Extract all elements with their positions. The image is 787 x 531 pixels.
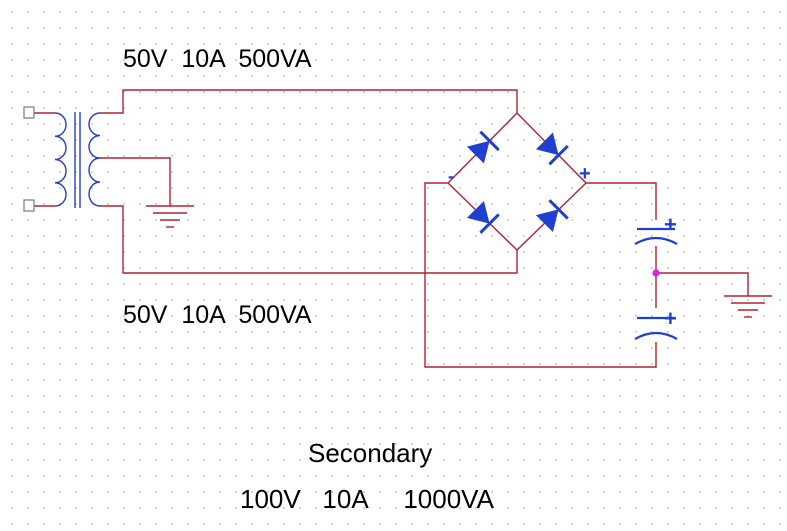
secondary-winding-lower bbox=[88, 157, 101, 207]
capacitor-lower-plus: + bbox=[664, 306, 677, 331]
diode-top-left bbox=[466, 130, 500, 164]
bridge-minus-label: - bbox=[448, 166, 454, 186]
secondary-rating: 100V 10A 1000VA bbox=[240, 484, 494, 514]
primary-winding bbox=[54, 112, 67, 207]
bridge-outline bbox=[447, 112, 587, 251]
diode-top-right bbox=[535, 132, 569, 166]
ground-symbol-transformer bbox=[146, 205, 194, 228]
secondary-title: Secondary bbox=[308, 438, 433, 468]
bridge-plus-label: + bbox=[579, 163, 591, 185]
bridge-rectifier: + - bbox=[447, 112, 591, 251]
positive-rail-wire bbox=[586, 182, 657, 220]
secondary-winding-upper bbox=[88, 112, 101, 159]
secondary-top-wire bbox=[100, 89, 518, 114]
wires bbox=[34, 89, 749, 368]
input-terminal-top bbox=[23, 106, 35, 119]
top-winding-rating: 50V 10A 500VA bbox=[123, 45, 312, 73]
bottom-winding-rating: 50V 10A 500VA bbox=[123, 301, 312, 329]
secondary-bottom-wire bbox=[100, 205, 518, 274]
midpoint-ground-wire bbox=[656, 272, 749, 296]
negative-rail-wire bbox=[424, 182, 657, 368]
ground-symbol-output bbox=[724, 295, 772, 318]
transformer bbox=[54, 112, 101, 208]
center-tap-wire bbox=[100, 157, 171, 206]
capacitor-upper: + bbox=[634, 212, 678, 245]
capacitor-lower: + bbox=[634, 306, 678, 340]
junction-dot bbox=[652, 269, 660, 277]
capacitor-upper-plus: + bbox=[664, 212, 677, 237]
diode-bottom-right bbox=[535, 199, 569, 233]
diode-bottom-left bbox=[466, 200, 500, 234]
input-terminal-bottom bbox=[23, 199, 35, 212]
